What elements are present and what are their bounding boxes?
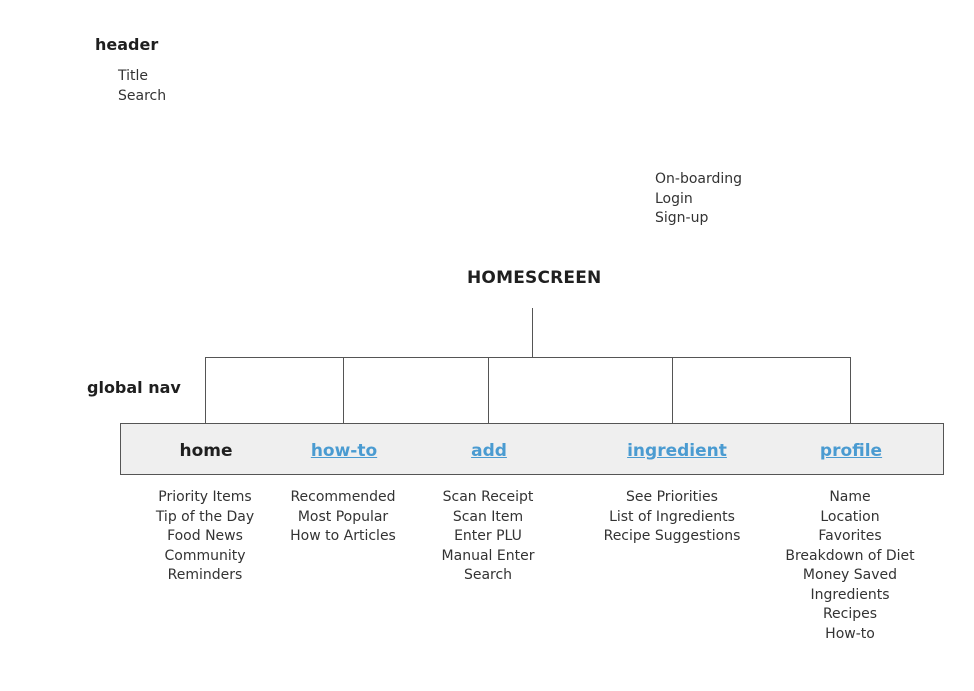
add-children-list: Scan Receipt Scan Item Enter PLU Manual … <box>442 488 535 586</box>
header-item-title: Title <box>118 68 149 84</box>
branch-line-home <box>205 357 206 423</box>
list-item: Most Popular <box>297 508 389 525</box>
nav-link-add[interactable]: add <box>471 441 507 461</box>
list-item: Reminders <box>167 567 243 583</box>
list-item: Location <box>820 508 880 525</box>
list-item: Community <box>164 547 246 564</box>
list-item: Breakdown of Diet <box>785 547 915 564</box>
nav-link-how-to[interactable]: how-to <box>310 441 378 461</box>
how-to-children-list: Recommended Most Popular How to Articles <box>290 488 396 547</box>
branch-line-add <box>488 357 489 423</box>
list-item: Money Saved <box>802 567 898 583</box>
homescreen-node: HOMESCREEN <box>467 268 602 288</box>
nav-item-home[interactable]: home <box>179 441 233 461</box>
nav-branch-line <box>205 357 851 358</box>
home-children-list: Priority Items Tip of the Day Food News … <box>156 488 254 586</box>
list-item: See Priorities <box>626 489 718 505</box>
profile-children-list: Name Location Favorites Breakdown of Die… <box>785 488 914 644</box>
global-nav-bar: home how-to add ingredient profile <box>120 423 944 475</box>
onboarding-items-list: On-boarding Login Sign-up <box>655 170 742 229</box>
list-item: How to Articles <box>290 528 396 544</box>
global-nav-label: global nav <box>87 378 181 397</box>
list-item: Ingredients <box>810 586 890 603</box>
branch-line-ingredient <box>672 357 673 423</box>
onboarding-item-login: Login <box>655 190 693 207</box>
ingredient-children-list: See Priorities List of Ingredients Recip… <box>604 488 741 547</box>
list-item: List of Ingredients <box>609 508 735 525</box>
list-item: Recipes <box>822 606 878 622</box>
list-item: Scan Receipt <box>442 489 534 505</box>
header-section-label: header <box>95 35 159 54</box>
list-item: How-to <box>825 625 875 642</box>
list-item: Recommended <box>290 489 396 505</box>
branch-line-how-to <box>343 357 344 423</box>
nav-link-profile[interactable]: profile <box>819 441 883 461</box>
header-items-list: Title Search <box>118 67 166 106</box>
list-item: Priority Items <box>158 489 252 505</box>
header-item-search: Search <box>118 87 167 104</box>
branch-line-profile <box>850 357 851 423</box>
nav-link-ingredient[interactable]: ingredient <box>627 441 727 461</box>
list-item: Scan Item <box>452 508 524 525</box>
list-item: Recipe Suggestions <box>603 528 741 544</box>
list-item: Manual Enter <box>441 547 535 564</box>
list-item: Enter PLU <box>454 528 522 544</box>
root-connector-line <box>532 308 533 357</box>
list-item: Tip of the Day <box>155 508 255 525</box>
list-item: Search <box>463 567 513 583</box>
list-item: Name <box>829 489 871 505</box>
list-item: Favorites <box>818 528 882 544</box>
onboarding-item-signup: Sign-up <box>655 210 709 226</box>
list-item: Food News <box>167 528 243 544</box>
onboarding-item-onboarding: On-boarding <box>655 171 743 187</box>
